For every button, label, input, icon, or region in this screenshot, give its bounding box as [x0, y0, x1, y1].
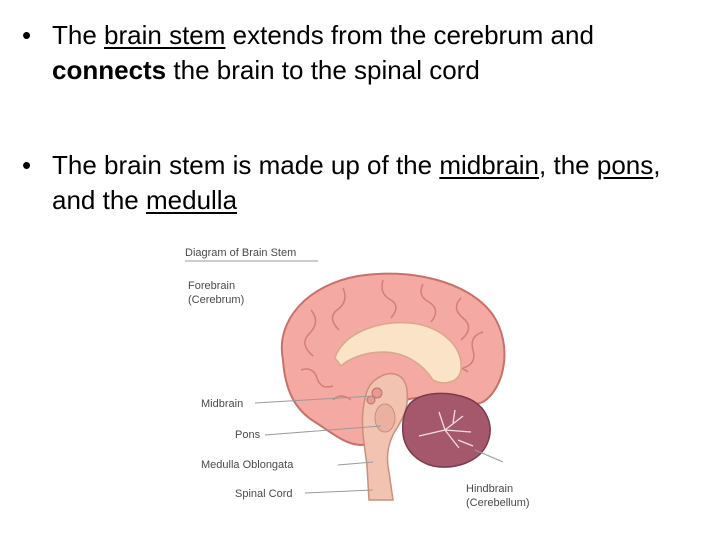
arbor-vitae	[418, 409, 474, 449]
label-cerebellum: (Cerebellum)	[466, 497, 530, 509]
bullet-dot: •	[22, 20, 32, 50]
bullet-1-text: The brain stem extends from the cerebrum…	[52, 18, 702, 88]
text-run: , the	[539, 150, 597, 180]
label-hindbrain: Hindbrain	[466, 483, 514, 495]
midbrain-nucleus	[371, 387, 383, 399]
text-run: The	[52, 20, 105, 50]
term-midbrain: midbrain	[439, 150, 540, 180]
label-forebrain: Forebrain	[188, 280, 236, 292]
leader-lines	[254, 395, 504, 494]
term-connects: connects	[52, 55, 167, 85]
label-medulla: Medulla Oblongata	[201, 459, 294, 471]
term-medulla: medulla	[145, 185, 238, 215]
text-run: The brain stem is made up of the	[52, 150, 440, 180]
label-cerebrum: (Cerebrum)	[188, 294, 245, 306]
label-spinal-cord: Spinal Cord	[235, 488, 293, 500]
brain-stem-shape	[361, 372, 409, 501]
midbrain-nucleus	[366, 395, 376, 405]
corpus-callosum-shape	[334, 321, 462, 384]
term-pons: pons	[596, 150, 654, 180]
label-pons: Pons	[235, 429, 261, 441]
bullet-2-text: The brain stem is made up of the midbrai…	[52, 148, 702, 218]
label-midbrain: Midbrain	[201, 398, 244, 410]
bullet-2: • The brain stem is made up of the midbr…	[22, 148, 702, 218]
bullet-1: • The brain stem extends from the cerebr…	[22, 18, 702, 88]
brain-illustration	[185, 260, 506, 501]
bullet-dot: •	[22, 150, 32, 180]
text-run: extends from the cerebrum and	[225, 20, 594, 50]
diagram-title: Diagram of Brain Stem	[185, 247, 297, 259]
brain-stem-diagram: Diagram of Brain Stem Forebrain (Cerebru…	[183, 240, 563, 530]
pons-shape	[374, 403, 396, 433]
gyri-lines	[300, 279, 484, 401]
term-brain-stem: brain stem	[104, 20, 226, 50]
text-run: , and the	[52, 150, 661, 215]
text-run: the brain to the spinal cord	[166, 55, 480, 85]
